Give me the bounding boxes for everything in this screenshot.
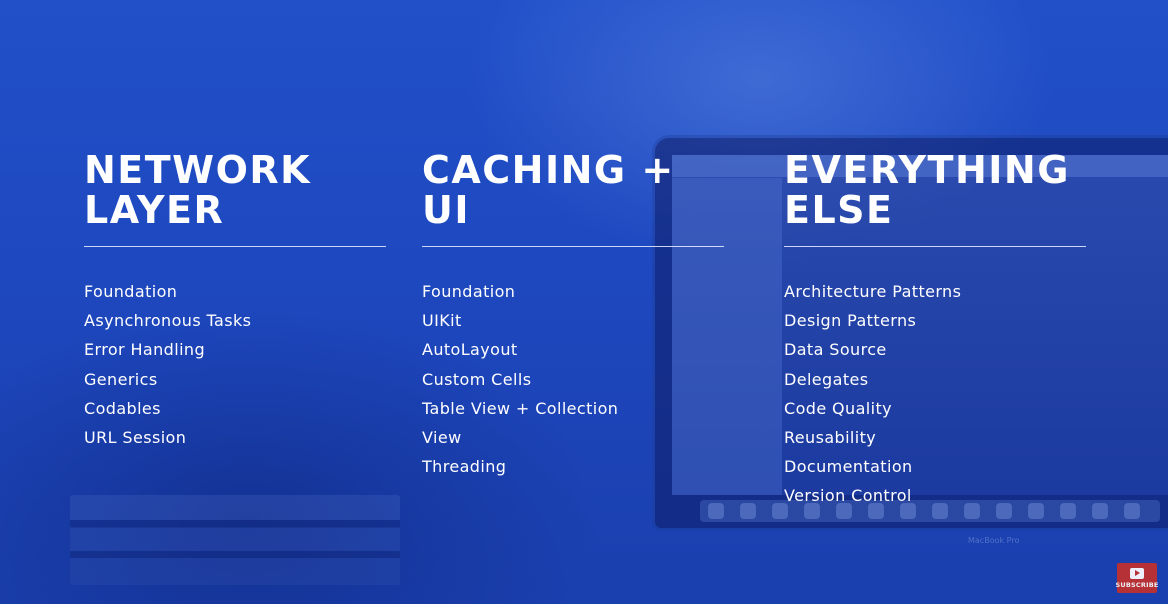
list-item: Table View + Collection (422, 398, 619, 418)
list-item: Code Quality (784, 398, 893, 418)
dock-app-icon (932, 503, 948, 519)
list-item: Data Source (784, 340, 887, 360)
list-item: Custom Cells (422, 369, 532, 389)
list-item: View (422, 428, 462, 448)
column-caching-ui: CACHING + UI Foundation UIKit AutoLayout… (422, 150, 727, 481)
dock-app-icon (740, 503, 756, 519)
column-everything-else: EVERYTHING ELSE Architecture Patterns De… (784, 150, 1089, 511)
dock-app-icon (996, 503, 1012, 519)
dock-app-icon (836, 503, 852, 519)
column-title: EVERYTHING ELSE (784, 148, 1070, 232)
list-item: Foundation (422, 282, 516, 301)
subscribe-label: SUBSCRIBE (1115, 580, 1159, 589)
background-screen-toolbar (672, 155, 1168, 177)
background-books (70, 495, 400, 585)
list-item: Foundation (84, 282, 178, 301)
list-item: Design Patterns (784, 311, 917, 331)
dock-app-icon (1028, 503, 1044, 519)
dock-app-icon (900, 503, 916, 519)
column-divider (422, 246, 724, 247)
column-divider (84, 246, 386, 247)
dock-app-icon (964, 503, 980, 519)
list-item: Codables (84, 398, 161, 418)
list-item: Delegates (784, 369, 869, 389)
list-item: URL Session (84, 428, 187, 448)
dock-app-icon (804, 503, 820, 519)
list-item: Version Control (784, 486, 912, 506)
list-item: Generics (84, 369, 158, 389)
list-item: Architecture Patterns (784, 282, 962, 301)
dock-app-icon (1124, 503, 1140, 519)
youtube-play-icon (1130, 567, 1144, 579)
list-item: UIKit (422, 311, 462, 331)
dock-app-icon (772, 503, 788, 519)
subscribe-button[interactable]: SUBSCRIBE (1115, 563, 1159, 593)
dock-app-icon (708, 503, 724, 519)
topic-list: Architecture Patterns Design Patterns Da… (784, 277, 1089, 511)
dock-app-icon (1060, 503, 1076, 519)
background-laptop-screen (672, 155, 1168, 495)
background-dock (700, 500, 1160, 522)
topic-list: Foundation UIKit AutoLayout Custom Cells… (422, 277, 727, 481)
list-item: Asynchronous Tasks (84, 311, 252, 331)
laptop-brand-label: MacBook Pro (968, 536, 1020, 545)
list-item: Error Handling (84, 340, 206, 360)
background-screen-sidebar (672, 178, 782, 495)
column-title: CACHING + UI (422, 148, 675, 232)
dock-app-icon (1092, 503, 1108, 519)
list-item: AutoLayout (422, 340, 518, 360)
column-divider (784, 246, 1086, 247)
list-item: Reusability (784, 428, 877, 448)
column-title: NETWORK LAYER (84, 148, 312, 232)
column-network-layer: NETWORK LAYER Foundation Asynchronous Ta… (84, 150, 389, 452)
list-item: Threading (422, 457, 507, 477)
dock-app-icon (868, 503, 884, 519)
topic-list: Foundation Asynchronous Tasks Error Hand… (84, 277, 389, 452)
list-item: Documentation (784, 457, 913, 477)
